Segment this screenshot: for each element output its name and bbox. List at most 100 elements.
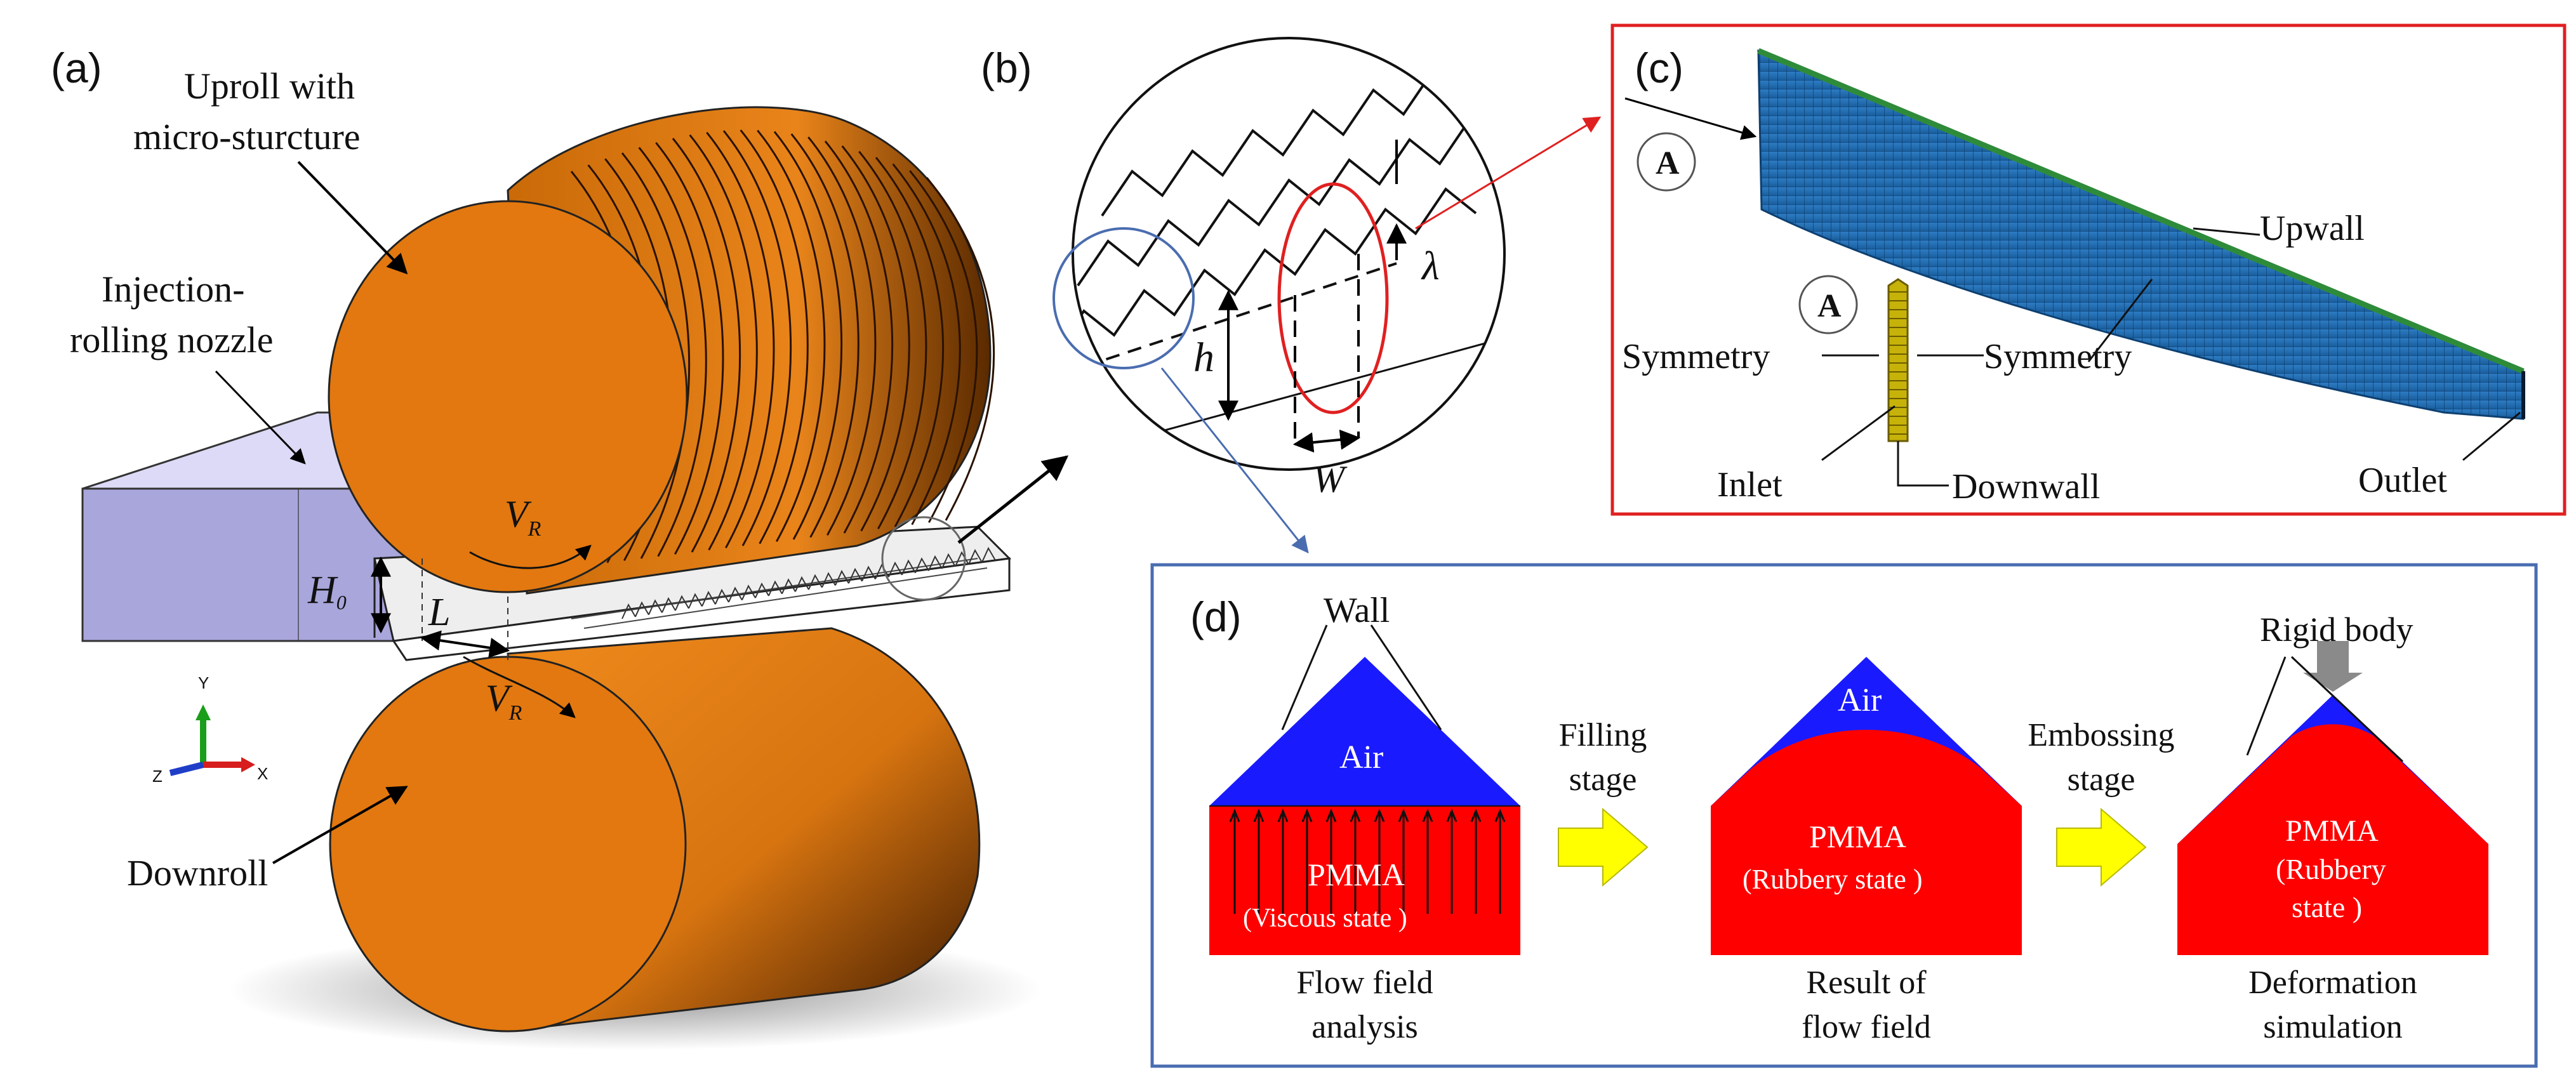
state-label-3-line2: state ) [2292,891,2362,923]
wall-leaders [1281,624,1442,730]
sheet-magnify-circle [881,516,966,601]
panel-c: (c) A A Upwall Symmetry Symmetry Inlet D… [1610,23,2566,516]
nozzle-callout-arrow [215,370,306,465]
uproll-groove [621,152,691,559]
w-label: W [1313,458,1348,500]
a-circle-top [1637,132,1696,192]
uproll-groove [807,136,877,536]
filling-label-line2: stage [1569,762,1637,798]
h-label: h [1193,334,1214,381]
uproll-groove [790,133,860,538]
downroll-callout-arrow [272,786,408,864]
stage-deformation: Rigid body PMMA (Rubbery state ) Deforma… [2177,610,2488,1045]
downroll-label: Downroll [127,852,268,894]
caption-2-line2: flow field [1802,1009,1931,1045]
mesh-top-edge [1757,48,2525,374]
h0-label: H0 [307,569,347,614]
lambda-label: λ [1421,243,1440,288]
detail-ellipse-red [1277,182,1389,414]
detail-circle-blue [1052,227,1195,369]
nozzle-label-line1: Injection- [102,268,244,310]
uproll-groove [672,138,741,553]
to-panel-d-arrow [1160,367,1309,554]
uproll-groove [875,157,945,527]
embossing-stage-arrow [2056,807,2147,887]
caption-3-line2: simulation [2263,1009,2403,1045]
inlet-section [1887,278,1909,442]
state-label-1: (Viscous state ) [1243,904,1407,933]
vr-bottom-label: VR [486,677,522,725]
embossing-label-line2: stage [2068,762,2135,798]
press-arrow [2303,641,2363,692]
vr-top-label: VR [505,493,541,541]
panel-d-tag: (d) [1190,593,1242,640]
uproll [328,106,995,595]
a-label-mid: A [1817,288,1842,324]
panel-a: (a) [51,44,1069,1050]
uproll-groove [740,129,809,544]
axis-y-label: Y [198,673,209,692]
rigid-body-label: Rigid body [2260,610,2413,649]
symmetry-right-label: Symmetry [1984,337,2132,376]
state-label-3-line1: (Rubbery [2276,853,2386,885]
state-label-2: (Rubbery state ) [1743,864,1922,895]
caption-1-line1: Flow field [1296,965,1433,1001]
uproll-groove [655,142,724,555]
filling-label-line1: Filling [1559,717,1647,753]
l-dimension [420,630,510,658]
uproll-callout-arrow [297,161,408,275]
symmetry-left-label: Symmetry [1622,337,1770,376]
upwall-label: Upwall [2260,209,2365,248]
l-label: L [428,591,450,634]
uproll-rotation-arrow [469,544,592,569]
a-circle-mid [1798,275,1858,334]
uproll-label-line1: Uproll with [184,65,355,107]
to-panel-b-arrow [957,455,1069,544]
axis-triad: Y X Z [152,673,268,786]
pmma-label-2: PMMA [1809,819,1906,854]
axis-x-label: X [257,764,268,783]
a-view-arrow [1624,97,1757,140]
pmma-label-1: PMMA [1308,857,1405,892]
uproll-groove [858,150,927,530]
air-label-2: Air [1838,682,1882,718]
downroll [329,627,981,1033]
a-label-top: A [1656,145,1680,182]
uproll-groove [757,129,826,543]
panel-a-tag: (a) [51,44,102,91]
outlet-label: Outlet [2358,461,2447,500]
l-guides [422,558,508,660]
panel-b-tag: (b) [981,44,1032,91]
panel-b: (b) h W λ [981,37,1602,554]
stage-flow-field: Wall Air PMMA (Viscous state ) Flow fiel… [1209,591,1520,1045]
panel-d: (d) Wall Air PMMA (Viscous state ) Flow … [1150,563,2538,1068]
wall-label: Wall [1324,591,1390,630]
caption-1-line2: analysis [1311,1009,1418,1045]
inlet-label: Inlet [1717,465,1783,505]
uproll-groove [841,145,910,532]
uproll-groove [638,147,707,557]
uproll-groove [689,134,758,551]
inlet-leader [1821,405,1895,461]
stage-flow-result: Air PMMA (Rubbery state ) Result of flow… [1711,657,2022,1045]
w-guides [1294,254,1360,444]
air-label-1: Air [1339,739,1383,776]
uproll-groove [722,130,792,546]
magnified-view-circle [1072,37,1506,471]
downroll-rotation-arrow [463,656,576,718]
fluid-mesh [1757,49,2525,420]
uproll-groove [892,163,961,525]
embossing-label-line1: Embossing [2028,717,2174,753]
sheet-teeth [621,546,996,619]
nozzle-label-line2: rolling nozzle [70,319,274,360]
downwall-label: Downwall [1952,467,2100,506]
uproll-groove [926,177,995,521]
upwall-leader [2193,227,2261,236]
caption-2-line1: Result of [1806,965,1927,1001]
panel-c-tag: (c) [1635,44,1683,91]
uproll-groove [773,131,843,540]
rigid-body-leaders [2246,656,2404,763]
to-panel-c-arrow [1415,116,1602,230]
uproll-groove [824,140,894,534]
